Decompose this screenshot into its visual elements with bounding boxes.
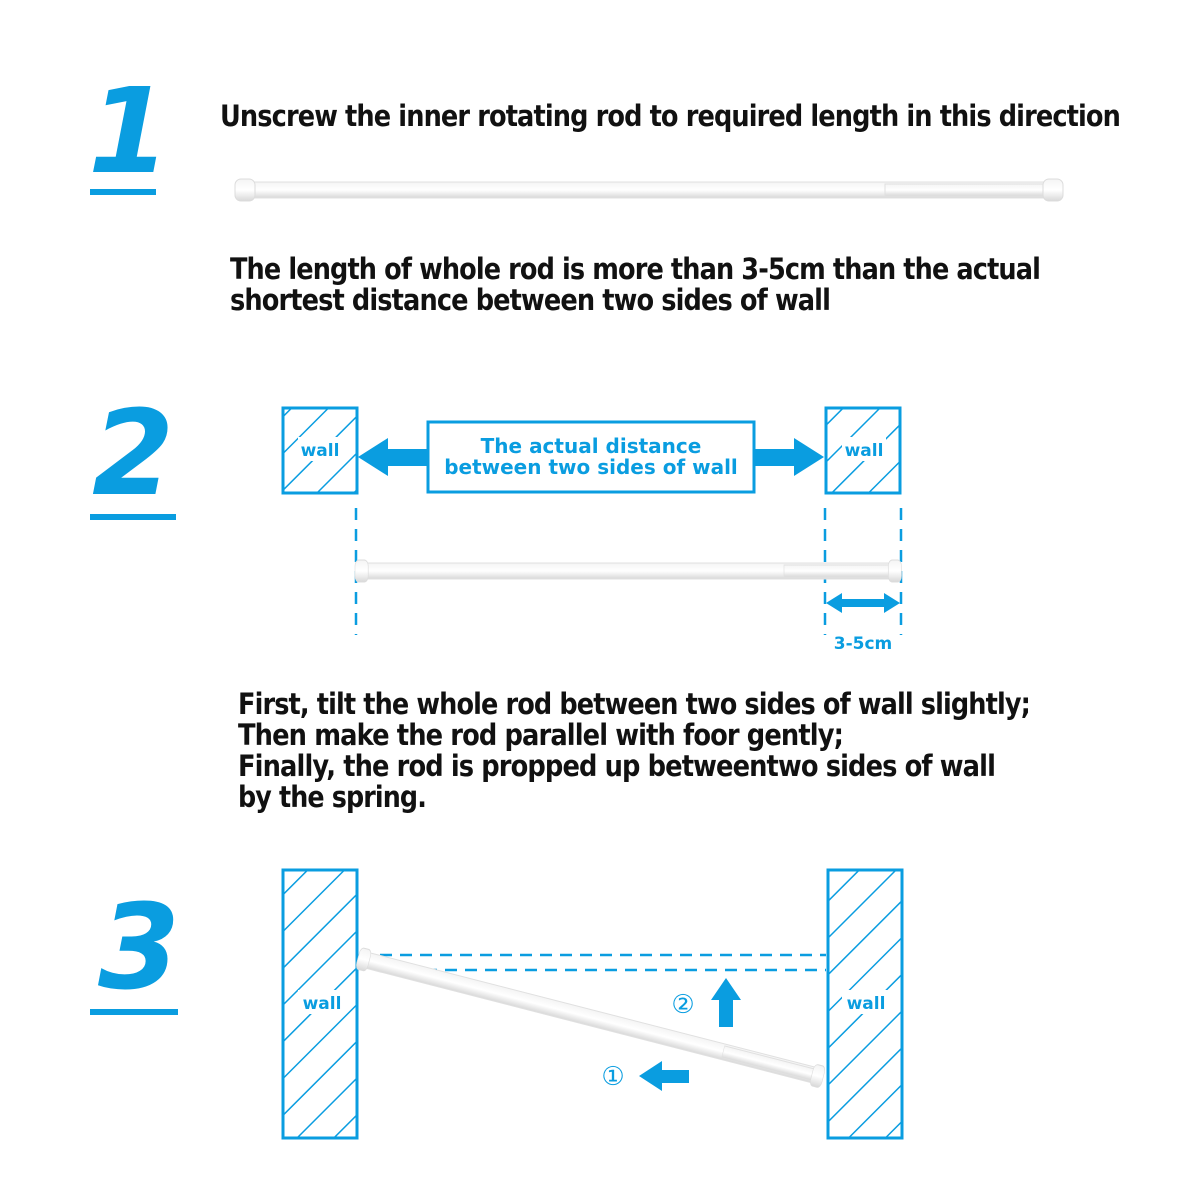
move-1-label: ① [601, 1062, 624, 1092]
right-wall: wall [824, 406, 902, 495]
step-1-text: Unscrew the inner rotating rod to requir… [220, 99, 1120, 133]
rod-image [234, 178, 1064, 202]
left-wall: wall [281, 406, 359, 495]
step-underline [90, 514, 176, 520]
move-2-label: ② [671, 990, 694, 1020]
svg-text:wall: wall [847, 994, 886, 1014]
extra-length-label: 3-5cm [834, 634, 893, 654]
svg-text:wall: wall [845, 441, 884, 461]
step-number: 1 [88, 62, 170, 200]
step-underline [90, 189, 156, 195]
svg-text:between two sides of wall: between two sides of wall [444, 455, 738, 479]
svg-text:The actual distance: The actual distance [481, 434, 702, 458]
step-number: 3 [98, 878, 180, 1016]
arrow-up-icon [711, 978, 741, 1027]
step-number: 2 [92, 384, 174, 522]
arrow-right-icon [754, 438, 824, 476]
svg-text:wall: wall [301, 441, 340, 461]
svg-text:wall: wall [303, 994, 342, 1014]
instruction-line: Finally, the rod is propped up betweentw… [238, 749, 995, 783]
instruction-line: Then make the rod parallel with foor gen… [238, 718, 843, 752]
step-underline [90, 1009, 178, 1015]
instruction-line: by the spring. [238, 780, 426, 814]
tilted-rod-image [354, 946, 827, 1089]
right-wall: wall [826, 868, 904, 1140]
note-line: shortest distance between two sides of w… [230, 283, 830, 317]
double-arrow-icon [826, 593, 900, 613]
arrow-left-icon [639, 1061, 689, 1091]
step-1: 1 Unscrew the inner rotating rod to requ… [88, 62, 1121, 317]
distance-label-box: The actual distance between two sides of… [426, 420, 756, 494]
step-2: 2 wall wall The actual distance between … [90, 384, 1031, 814]
level-guide-lines [360, 953, 826, 972]
left-wall: wall [281, 868, 359, 1140]
rod-image [354, 559, 902, 583]
arrow-left-icon [358, 438, 428, 476]
instruction-line: First, tilt the whole rod between two si… [238, 687, 1030, 721]
note-line: The length of whole rod is more than 3-5… [230, 252, 1040, 286]
step-3: 3 wall wall ② ① [90, 868, 904, 1140]
